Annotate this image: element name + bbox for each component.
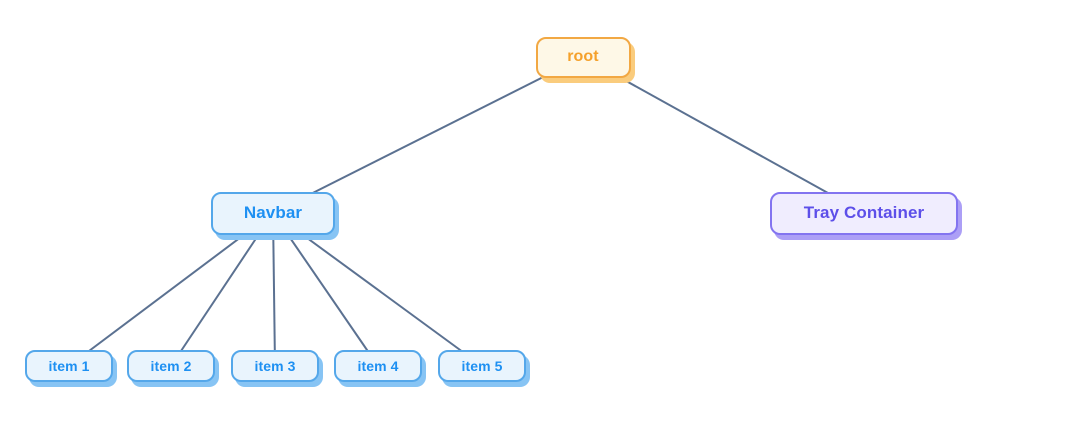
tree-node-label: item 5 [461, 358, 503, 374]
edge-navbar-item-1 [68, 212, 274, 367]
edge-root-navbar [272, 56, 584, 214]
tree-node-label: Tray Container [803, 203, 925, 222]
tree-node-navbar[interactable]: Navbar [211, 191, 335, 235]
edge-navbar-item-3 [272, 212, 276, 367]
tree-node-label: item 2 [150, 358, 192, 374]
tree-node-label: item 1 [48, 358, 90, 374]
tree-node-item-4[interactable]: item 4 [334, 350, 422, 382]
edge-navbar-item-4 [272, 212, 379, 367]
tree-node-label: item 3 [254, 358, 296, 374]
tree-node-label: Navbar [243, 203, 303, 222]
edge-navbar-item-5 [272, 212, 483, 367]
edge-navbar-item-2 [170, 212, 274, 367]
tree-node-root[interactable]: root [535, 36, 631, 78]
edge-root-tray-container [582, 56, 865, 214]
tree-node-label: root [567, 48, 599, 65]
tree-node-item-5[interactable]: item 5 [438, 350, 526, 382]
tree-node-item-3[interactable]: item 3 [231, 350, 319, 382]
tree-node-item-2[interactable]: item 2 [127, 350, 215, 382]
tree-node-label: item 4 [357, 358, 399, 374]
tree-node-tray-container[interactable]: Tray Container [770, 191, 958, 235]
tree-node-item-1[interactable]: item 1 [25, 350, 113, 382]
